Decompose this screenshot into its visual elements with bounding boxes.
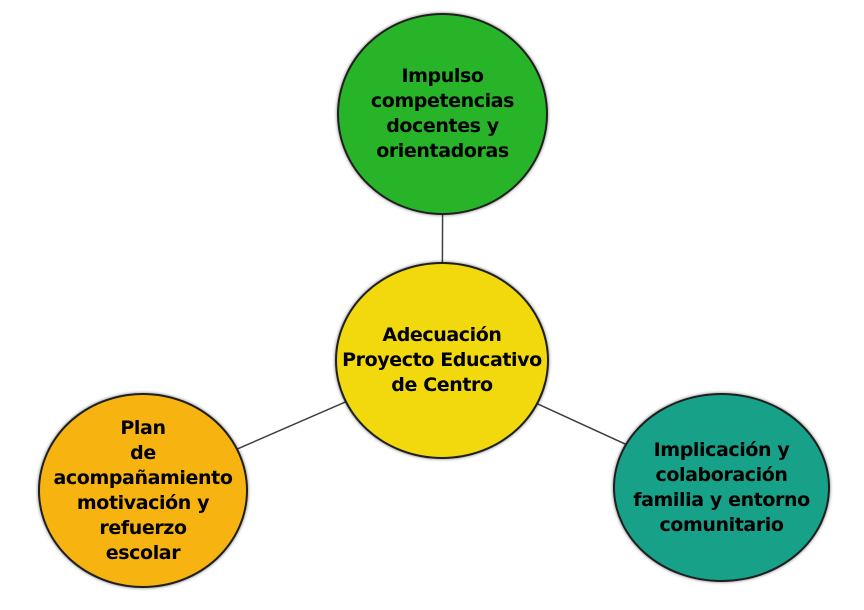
node-adecuacion-proyecto[interactable]: Adecuación Proyecto Educativo de Centro bbox=[335, 262, 549, 459]
node-adecuacion-proyecto-label: Adecuación Proyecto Educativo de Centro bbox=[342, 324, 542, 396]
node-impulso-competencias[interactable]: Impulso competencias docentes y orientad… bbox=[337, 13, 548, 215]
node-impulso-competencias-label: Impulso competencias docentes y orientad… bbox=[370, 65, 515, 162]
node-plan-acompanamiento[interactable]: Plan de acompañamiento motivación y refu… bbox=[38, 393, 248, 588]
node-implicacion-colaboracion-label: Implicación y colaboración familia y ent… bbox=[633, 438, 810, 536]
node-implicacion-colaboracion[interactable]: Implicación y colaboración familia y ent… bbox=[613, 393, 830, 582]
node-plan-acompanamiento-label: Plan de acompañamiento motivación y refu… bbox=[53, 416, 233, 564]
